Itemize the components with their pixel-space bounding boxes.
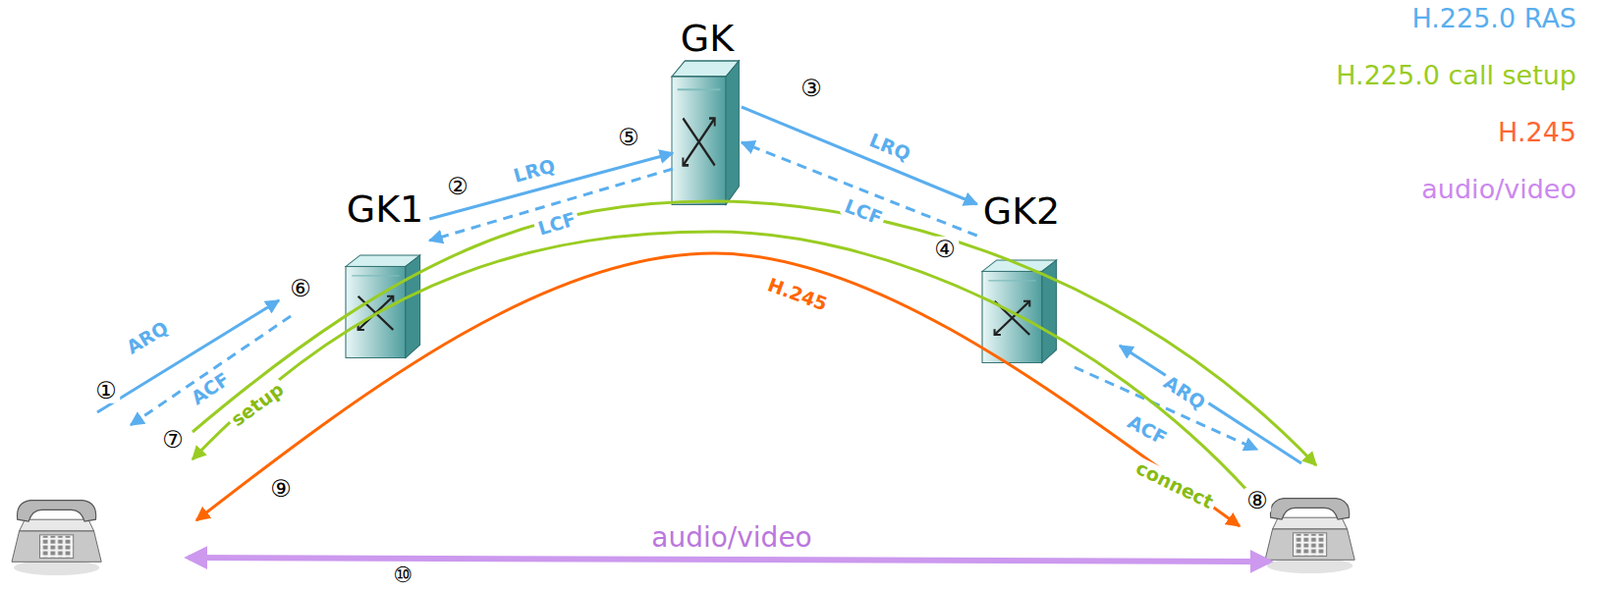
callout-number: ② <box>443 173 472 200</box>
callout-number: ③ <box>797 75 826 102</box>
gk-server <box>671 60 739 205</box>
callout-number: ⑧ <box>1243 488 1271 514</box>
legend-text: audio/video <box>1421 173 1577 205</box>
gatekeeper-label: GK <box>680 17 734 61</box>
gk1-server <box>345 255 421 359</box>
telephone-icon <box>1265 498 1355 574</box>
message-label: LRQ <box>507 154 560 187</box>
stream-label: audio/video <box>648 523 816 554</box>
callout-number: ① <box>92 378 120 404</box>
callout-number: ⑥ <box>286 275 315 302</box>
legend-entry: H.225.0 call setup <box>1335 60 1577 91</box>
message-label: ACF <box>1121 410 1173 451</box>
ras-message-arrow <box>741 142 978 236</box>
media-stream <box>188 557 1269 562</box>
message-label: LCF <box>532 207 581 240</box>
callout-number: ⑨ <box>267 476 295 502</box>
legend-text: H.225.0 RAS <box>1411 2 1577 34</box>
connect-signal <box>192 231 1250 494</box>
message-label: ARQ <box>120 316 175 360</box>
gatekeeper-node: GK1 <box>340 188 431 360</box>
h245-channel <box>196 253 1240 527</box>
callout-number: ⑦ <box>159 427 187 453</box>
acf-arrow <box>1074 367 1258 450</box>
message-label: H.245 <box>762 273 833 316</box>
message-label: LCF <box>839 194 889 230</box>
message-label: ARQ <box>1158 370 1213 416</box>
gatekeeper-node: GK <box>672 17 742 207</box>
ras-message-arrow <box>429 168 673 241</box>
ras-message-arrow <box>429 153 673 220</box>
message-label: setup <box>224 377 290 433</box>
legend-text: H.245 <box>1497 116 1577 148</box>
callout-number: ④ <box>931 236 959 263</box>
callout-number: ⑩ <box>389 563 416 588</box>
setup-signal <box>192 201 1317 466</box>
legend-entry: H.225.0 RAS <box>1411 3 1577 34</box>
callout-number: ⑤ <box>614 124 643 151</box>
arq-arrow <box>1119 345 1302 464</box>
gatekeeper-label: GK2 <box>983 190 1061 234</box>
gatekeeper-label: GK1 <box>346 188 425 232</box>
legend-entry: audio/video <box>1421 174 1577 205</box>
legend-entry: H.245 <box>1497 117 1577 148</box>
legend-text: H.225.0 call setup <box>1335 59 1577 91</box>
gatekeeper-node: GK2 <box>977 190 1067 364</box>
message-label: connect <box>1130 456 1220 514</box>
telephone-icon <box>11 500 102 576</box>
